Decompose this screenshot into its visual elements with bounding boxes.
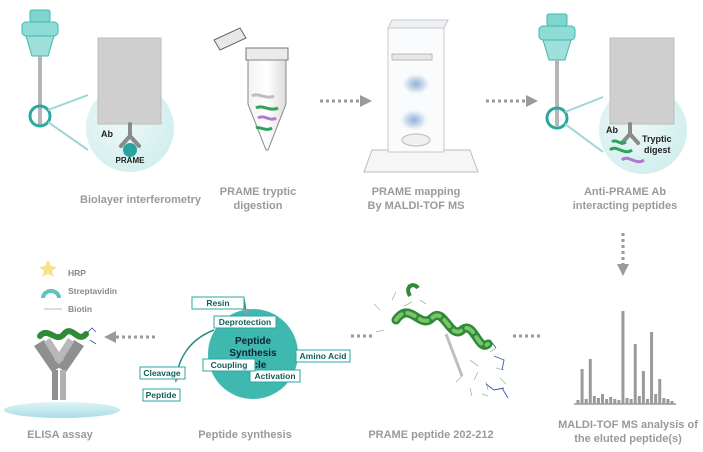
cycle-title-line2: Synthesis	[229, 348, 277, 359]
caption-interacting-line2: interacting peptides	[572, 200, 678, 212]
bli-prame-label: PRAME	[116, 156, 146, 165]
caption-bli: Biolayer interferometry	[80, 194, 202, 206]
peptide-fragment-purple	[257, 115, 277, 121]
resin-box	[191, 296, 245, 310]
legend-streptavidin: Streptavidin	[68, 286, 117, 296]
interacting-illustration: Ab Tryptic digest	[538, 13, 687, 174]
elisa-plate	[4, 402, 120, 418]
bound-peptide-icon	[37, 328, 89, 341]
hrp-icon	[39, 260, 57, 277]
elisa-legend: HRP Streptavidin Biotin	[39, 260, 117, 314]
interacting-ab-label: Ab	[606, 125, 618, 135]
legend-hrp: HRP	[68, 268, 86, 278]
elisa-illustration: HRP Streptavidin Biotin	[4, 260, 120, 418]
cycle-title-line1: Peptide	[235, 336, 272, 347]
caption-elisa: ELISA assay	[27, 429, 93, 441]
caption-prame-peptide: PRAME peptide 202-212	[368, 429, 494, 441]
cleavage-label: Cleavage	[143, 368, 181, 378]
prame-peptide-structure	[373, 283, 509, 399]
legend-biotin: Biotin	[68, 304, 92, 314]
tryptic-label: Tryptic	[642, 134, 672, 144]
caption-mapping-line1: PRAME mapping	[371, 186, 461, 198]
caption-mapping-line2: By MALDI-TOF MS	[367, 200, 465, 212]
peptide-fragment-green	[255, 105, 279, 111]
caption-maldi-line1: MALDI-TOF MS analysis of	[558, 419, 698, 431]
peptide-box	[142, 388, 181, 402]
elisa-antibody-icon	[34, 338, 84, 400]
amino-acid-label: Amino Acid	[300, 351, 347, 361]
caption-interacting: Anti-PRAME Ab interacting peptides	[565, 185, 685, 213]
caption-mapping: PRAME mapping By MALDI-TOF MS	[360, 185, 472, 213]
activation-label: Activation	[254, 371, 295, 381]
interacting-sensor-surface	[609, 37, 675, 125]
bli-ab-label: Ab	[101, 129, 113, 139]
caption-synthesis: Peptide synthesis	[198, 429, 292, 441]
deprotection-label: Deprotection	[219, 317, 271, 327]
amino-acid-box	[295, 349, 351, 363]
bli-illustration: Ab PRAME	[21, 9, 174, 172]
caption-interacting-line1: Anti-PRAME Ab	[583, 186, 667, 198]
caption-maldi-analysis: MALDI-TOF MS analysis of the eluted pept…	[558, 418, 698, 446]
synthesis-cycle: Peptide Synthesis Cycle Resin Deprotecti…	[139, 296, 351, 402]
bli-sensor-surface	[97, 37, 162, 125]
activation-box	[249, 369, 301, 383]
digestion-tube-icon	[213, 27, 289, 151]
maldi-instrument-icon	[363, 19, 479, 173]
caption-digestion-line2: digestion	[233, 200, 283, 212]
deprotection-box	[213, 315, 277, 329]
cleavage-box	[139, 366, 186, 380]
digest-label: digest	[644, 145, 671, 155]
mass-spectrum	[574, 311, 676, 405]
flow-arrows	[104, 95, 629, 343]
bli-probe-icon	[21, 9, 89, 151]
interacting-probe-icon	[538, 13, 604, 153]
peptide-label: Peptide	[146, 390, 177, 400]
resin-label: Resin	[206, 298, 229, 308]
bli-antibody-icon	[119, 122, 141, 148]
prame-antigen-icon	[123, 143, 137, 157]
caption-digestion: PRAME tryptic digestion	[208, 185, 308, 213]
coupling-box	[202, 358, 256, 372]
caption-digestion-line1: PRAME tryptic	[219, 186, 297, 198]
coupling-label: Coupling	[211, 360, 248, 370]
caption-maldi-line2: the eluted peptide(s)	[574, 433, 682, 445]
streptavidin-icon	[41, 289, 61, 298]
